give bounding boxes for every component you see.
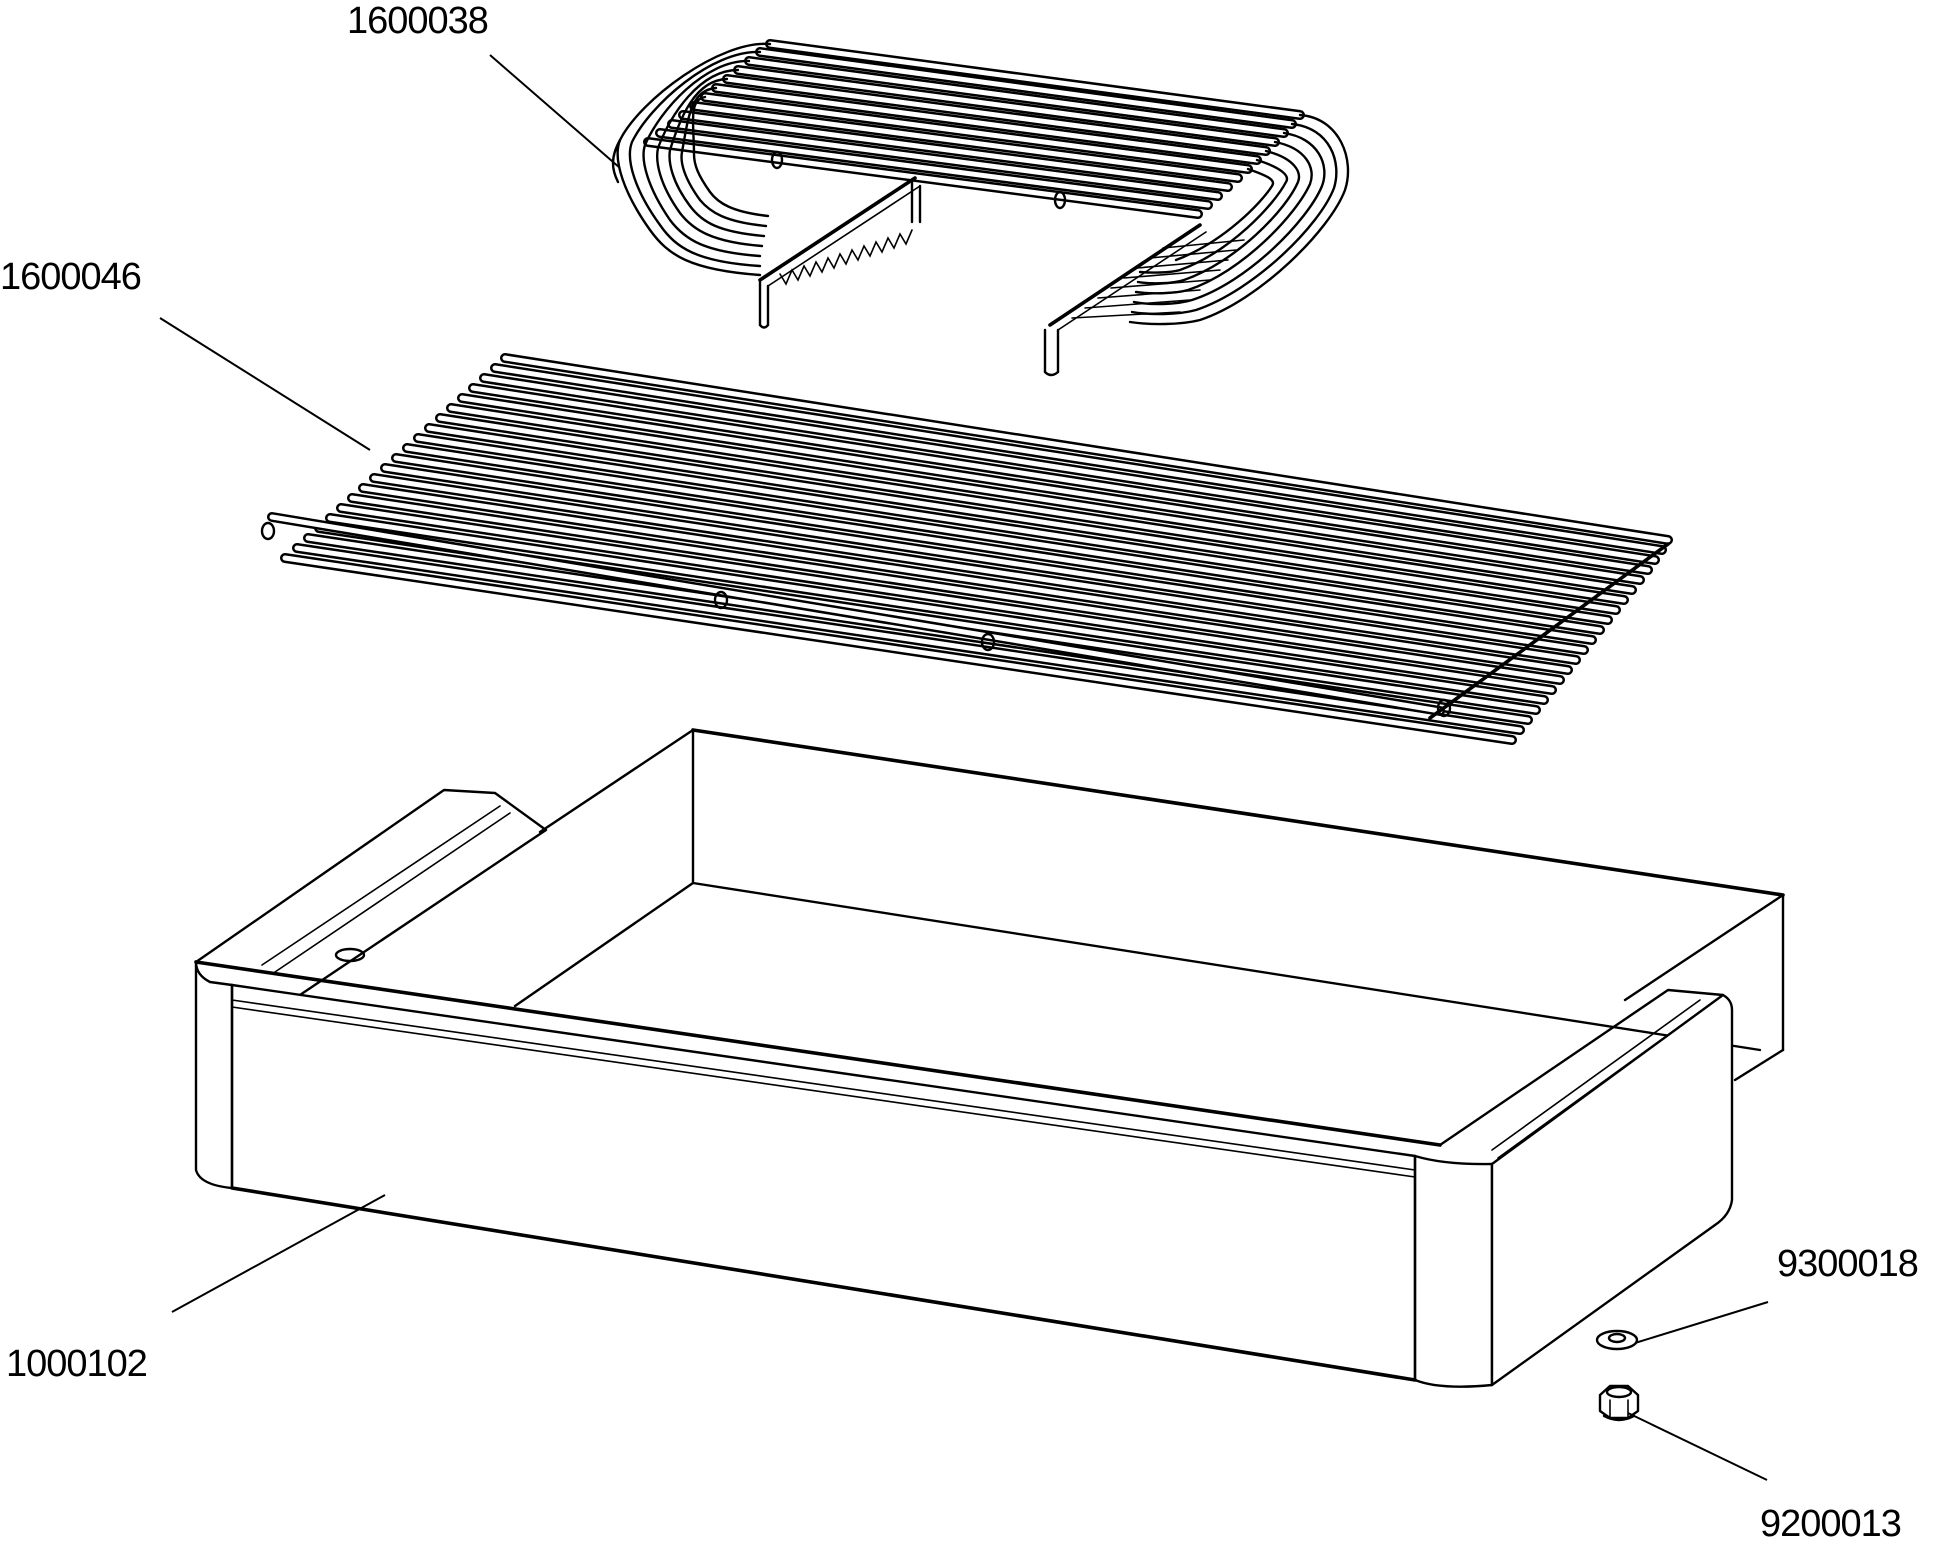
leader-lines: [159, 54, 1769, 1481]
leader-1600046: [159, 317, 371, 451]
part-label-9300018: 9300018: [1777, 1243, 1919, 1285]
part-label-1600038: 1600038: [347, 0, 489, 42]
leader-9300018: [1634, 1301, 1769, 1344]
leader-1600038: [489, 54, 621, 169]
part-label-1600046: 1600046: [0, 256, 142, 298]
nut-9200013: [1598, 1384, 1640, 1422]
flat-grate-1600046: [260, 353, 1673, 745]
leader-1000102: [171, 1194, 386, 1313]
part-label-9200013: 9200013: [1760, 1503, 1902, 1545]
washer-9300018: [1595, 1329, 1639, 1351]
tray-1000102: [194, 728, 1785, 1388]
wire-rack-1600038: [611, 39, 1350, 377]
leader-9200013: [1627, 1412, 1768, 1481]
part-label-1000102: 1000102: [6, 1343, 148, 1385]
